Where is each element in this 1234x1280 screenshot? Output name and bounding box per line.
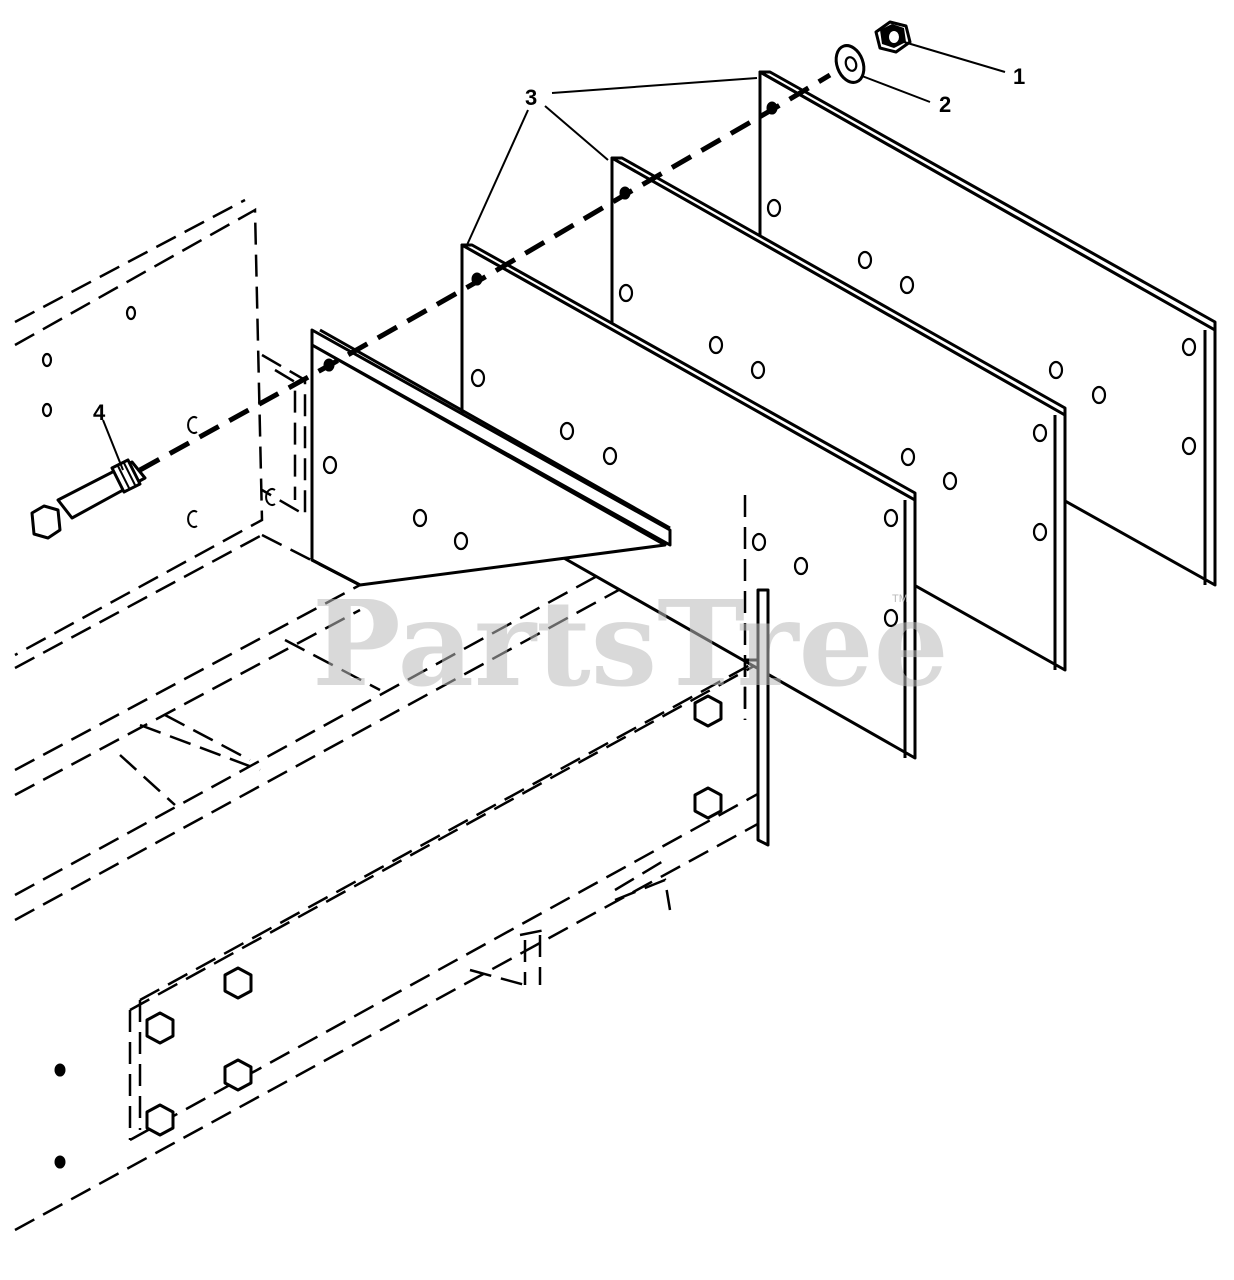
weight-plate-1 xyxy=(310,328,672,587)
hex-bolt-icon xyxy=(30,458,147,540)
assembly-axis xyxy=(138,72,832,473)
front-rail xyxy=(145,495,770,1137)
watermark-text: PartsTree xyxy=(312,574,949,713)
callout-1: 1 xyxy=(1013,64,1025,89)
hex-nut-icon xyxy=(874,20,912,54)
callout-3: 3 xyxy=(525,85,537,110)
callout-2: 2 xyxy=(939,92,951,117)
callout-labels: 1 2 3 4 xyxy=(93,64,1025,425)
leader-lines xyxy=(102,41,1006,471)
weight-plate-4 xyxy=(758,70,1217,587)
partstree-watermark: PartsTree TM xyxy=(312,574,949,713)
watermark-tm: TM xyxy=(892,593,908,605)
frame-outline xyxy=(14,198,766,1232)
washer-icon xyxy=(834,44,866,84)
hex-bolt-head-icon xyxy=(145,694,723,1137)
weight-plate-2 xyxy=(460,243,917,760)
callout-4: 4 xyxy=(93,400,106,425)
